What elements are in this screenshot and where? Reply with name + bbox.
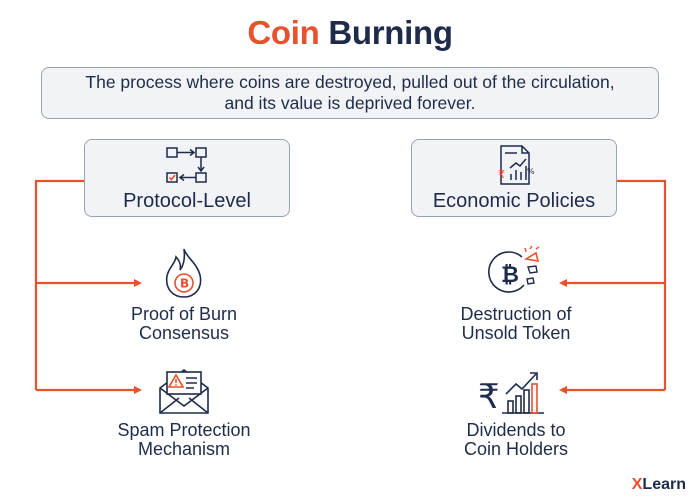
right-trunk-line [617, 179, 667, 390]
item-label-line-1: Destruction of [460, 304, 572, 324]
title-rest: Burning [328, 14, 453, 51]
broken-bitcoin-icon: ₿ [488, 245, 540, 293]
left-trunk-line [34, 179, 84, 390]
item-proof-of-burn: Proof of Burn Consensus [74, 305, 294, 343]
svg-text:%: % [527, 167, 535, 176]
page-title: Coin Burning [0, 14, 700, 52]
item-label-line-2: Mechanism [137, 439, 231, 459]
item-label-line-1: Dividends to [466, 420, 566, 440]
warning-envelope-icon [159, 369, 209, 414]
item-label-line-1: Proof of Burn [130, 304, 238, 324]
item-label-line-1: Spam Protection [117, 420, 251, 440]
category-economic-policies: ₹ % Economic Policies [411, 139, 617, 217]
logo-text: Learn [642, 476, 686, 493]
item-label-line-2: Unsold Token [461, 323, 571, 343]
item-label-line-2: Coin Holders [463, 439, 569, 459]
description-line-2: and its value is deprived forever. [224, 93, 476, 113]
report-document-icon: ₹ % [498, 145, 535, 185]
category-protocol-level: Protocol-Level [84, 139, 290, 217]
title-accent: Coin [247, 14, 320, 51]
svg-text:B: B [180, 277, 189, 291]
flowchart-icon [166, 147, 207, 183]
learn-logo: XLearn [632, 476, 686, 494]
svg-text:₿: ₿ [501, 263, 519, 288]
svg-text:₹: ₹ [478, 377, 500, 416]
description-box: The process where coins are destroyed, p… [41, 67, 659, 119]
item-dividends-coin-holders: Dividends to Coin Holders [406, 421, 626, 459]
category-label-protocol-level: Protocol-Level [123, 190, 251, 212]
item-spam-protection: Spam Protection Mechanism [74, 421, 294, 459]
category-label-economic-policies: Economic Policies [432, 190, 596, 212]
logo-mark: X [631, 476, 643, 493]
item-label-line-2: Consensus [138, 323, 230, 343]
rupee-growth-chart-icon: ₹ [478, 372, 544, 416]
item-destruction-unsold-token: Destruction of Unsold Token [406, 305, 626, 343]
flame-bitcoin-icon: B [165, 248, 202, 298]
description-line-1: The process where coins are destroyed, p… [85, 72, 615, 92]
svg-text:₹: ₹ [498, 168, 505, 181]
